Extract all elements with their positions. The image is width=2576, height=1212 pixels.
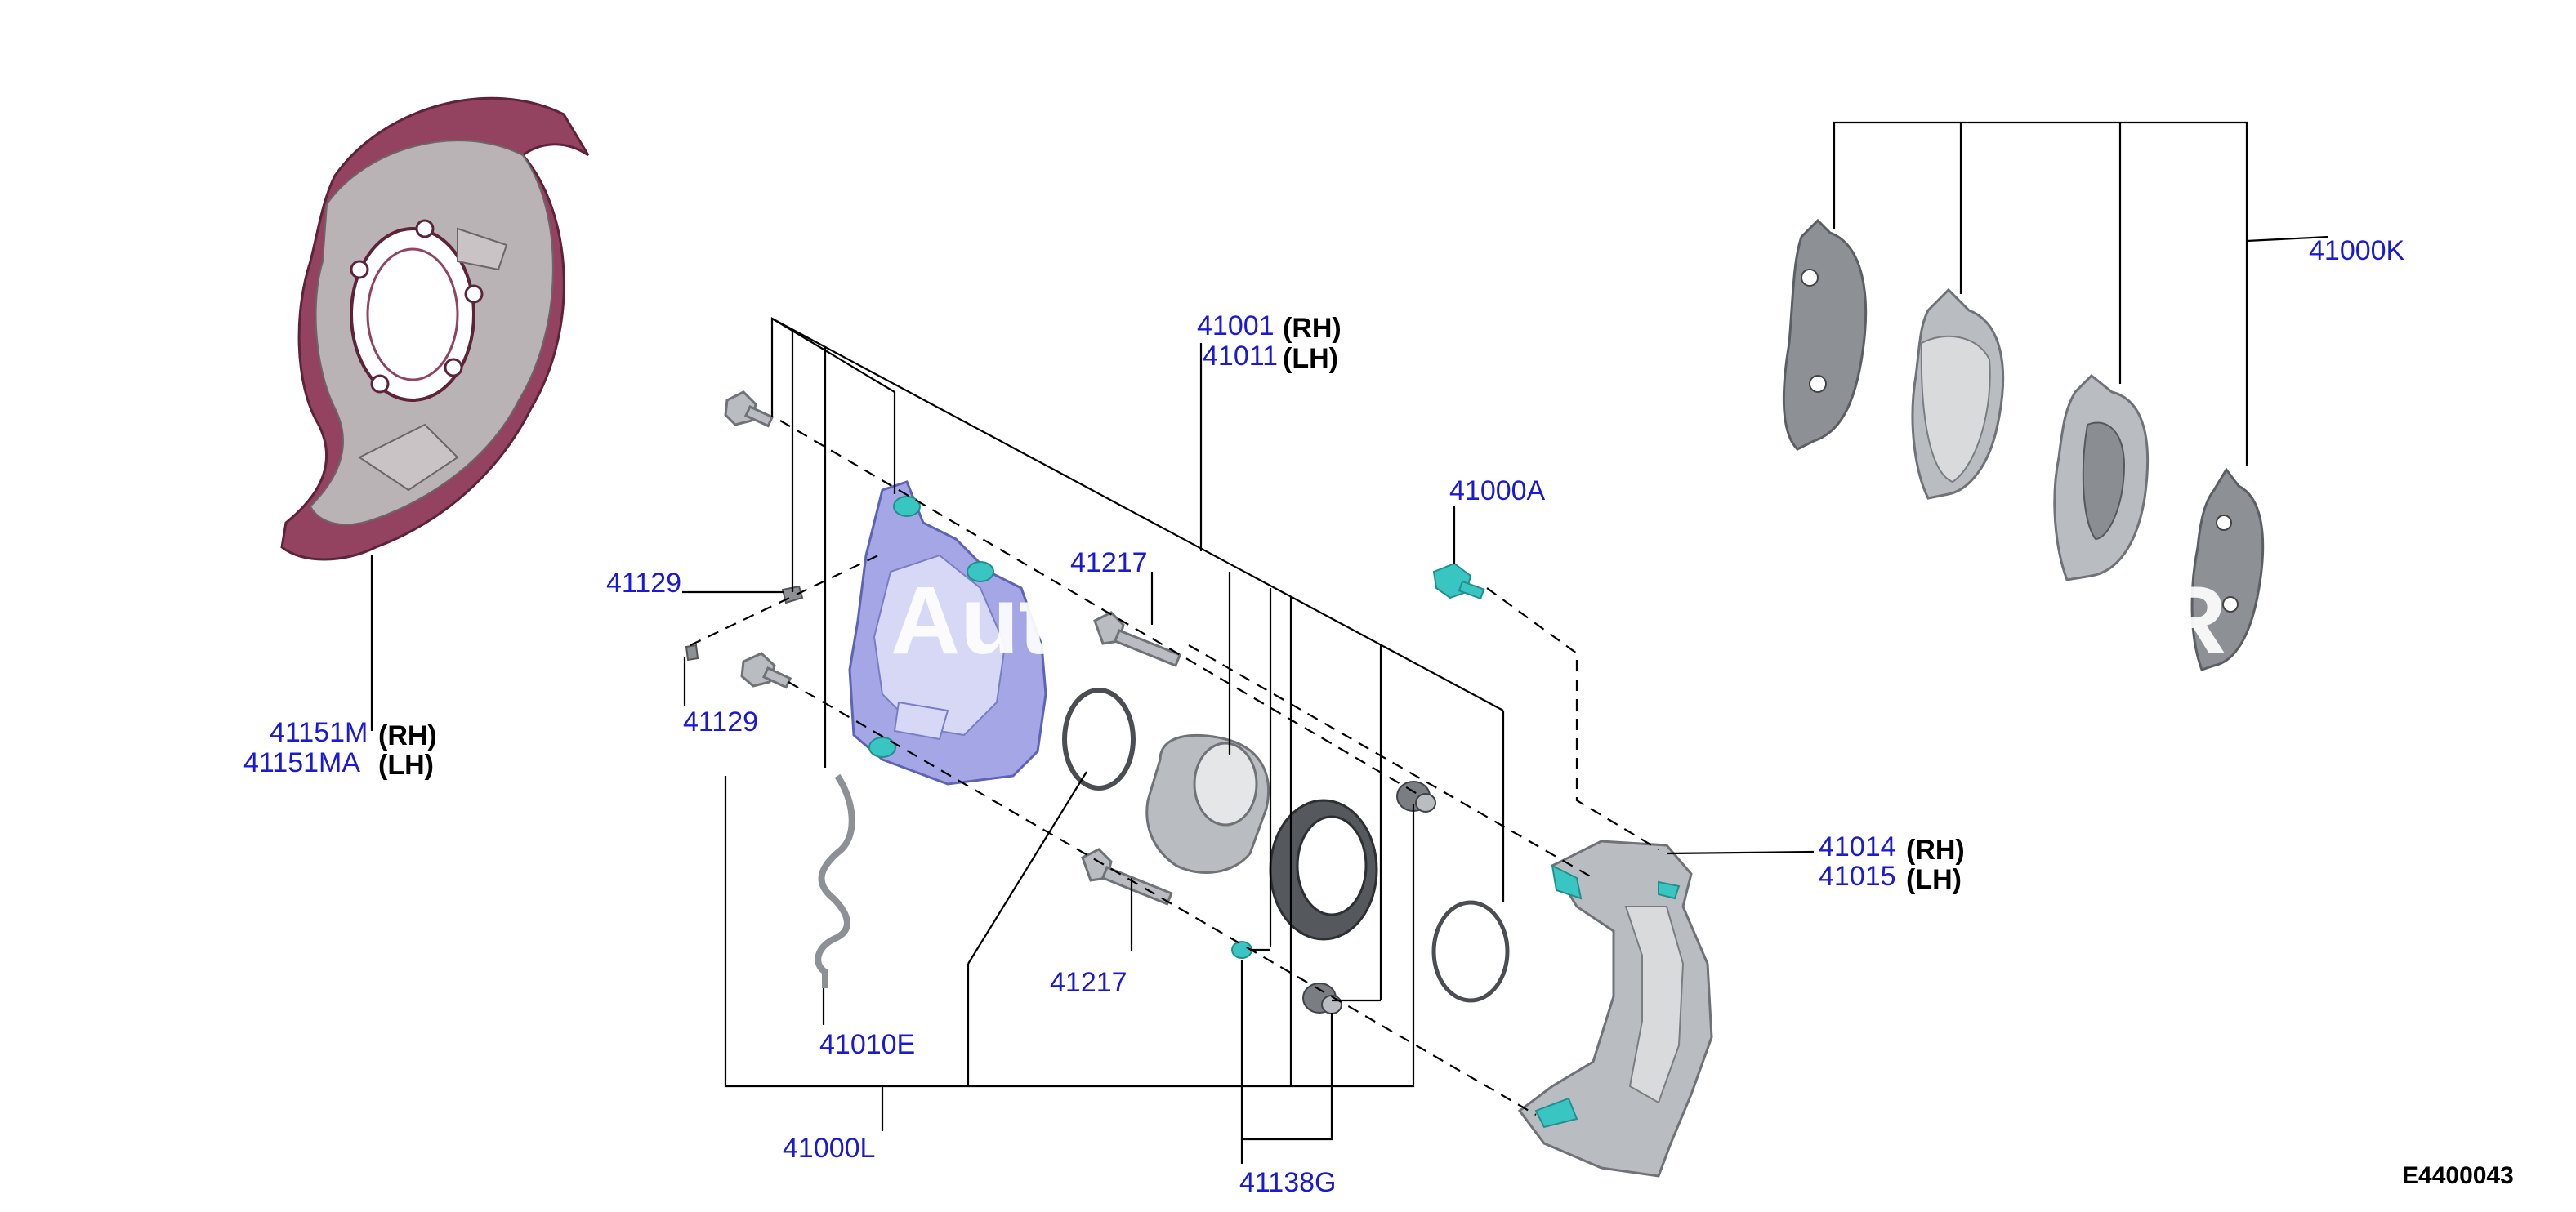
o-ring-part bbox=[1431, 900, 1510, 1003]
callout-41001[interactable]: 41001 bbox=[1197, 310, 1275, 341]
callout-41001-side: (RH) bbox=[1283, 313, 1342, 344]
callout-41151M-side: (RH) bbox=[378, 720, 437, 751]
caliper-body-part bbox=[848, 480, 1047, 786]
boot-small-part bbox=[1231, 941, 1252, 959]
watermark-text: Aut bbox=[891, 567, 1051, 675]
diagram-reference-code: E4400043 bbox=[2402, 1162, 2514, 1189]
callout-41138G[interactable]: 41138G bbox=[1239, 1167, 1336, 1198]
callout-41015[interactable]: 41015 bbox=[1819, 861, 1896, 892]
callout-41217-bottom[interactable]: 41217 bbox=[1050, 967, 1127, 998]
callout-41000L[interactable]: 41000L bbox=[783, 1133, 875, 1164]
guide-pin-bottom-part bbox=[1081, 848, 1173, 906]
caliper-bracket-part bbox=[1517, 840, 1713, 1178]
callout-41151MA[interactable]: 41151MA bbox=[243, 747, 360, 778]
callout-41011[interactable]: 41011 bbox=[1203, 341, 1278, 372]
piston-part bbox=[1145, 733, 1270, 874]
callout-41151MA-side: (LH) bbox=[378, 750, 434, 781]
anti-rattle-spring-part bbox=[815, 773, 855, 988]
callout-41000K[interactable]: 41000K bbox=[2309, 235, 2405, 266]
callout-41015-side: (LH) bbox=[1906, 864, 1962, 895]
dust-boot-part bbox=[1269, 799, 1378, 941]
piston-seal-part bbox=[1062, 688, 1136, 791]
bolt-bottom-part bbox=[740, 652, 792, 689]
clip-bottom-part bbox=[685, 644, 699, 662]
brake-pads-part bbox=[1782, 218, 2265, 671]
callout-41014[interactable]: 41014 bbox=[1819, 831, 1896, 862]
callout-41014-side: (RH) bbox=[1906, 835, 1965, 866]
callout-41217-top[interactable]: 41217 bbox=[1070, 547, 1148, 578]
watermark-right-text: R bbox=[2157, 567, 2226, 675]
callout-41000A[interactable]: 41000A bbox=[1449, 475, 1546, 506]
dust-shield-part bbox=[280, 96, 590, 561]
bushing-top-part bbox=[1396, 781, 1436, 813]
callout-41011-side: (LH) bbox=[1283, 343, 1338, 374]
callout-41129-bottom[interactable]: 41129 bbox=[683, 706, 758, 737]
callout-41151M[interactable]: 41151M bbox=[270, 717, 368, 748]
bleeder-screw-part bbox=[1432, 562, 1485, 600]
bolt-top-part bbox=[724, 390, 775, 428]
guide-pin-top-part bbox=[1093, 611, 1182, 667]
callout-41129-top[interactable]: 41129 bbox=[606, 568, 681, 599]
callout-41010E[interactable]: 41010E bbox=[819, 1029, 915, 1060]
